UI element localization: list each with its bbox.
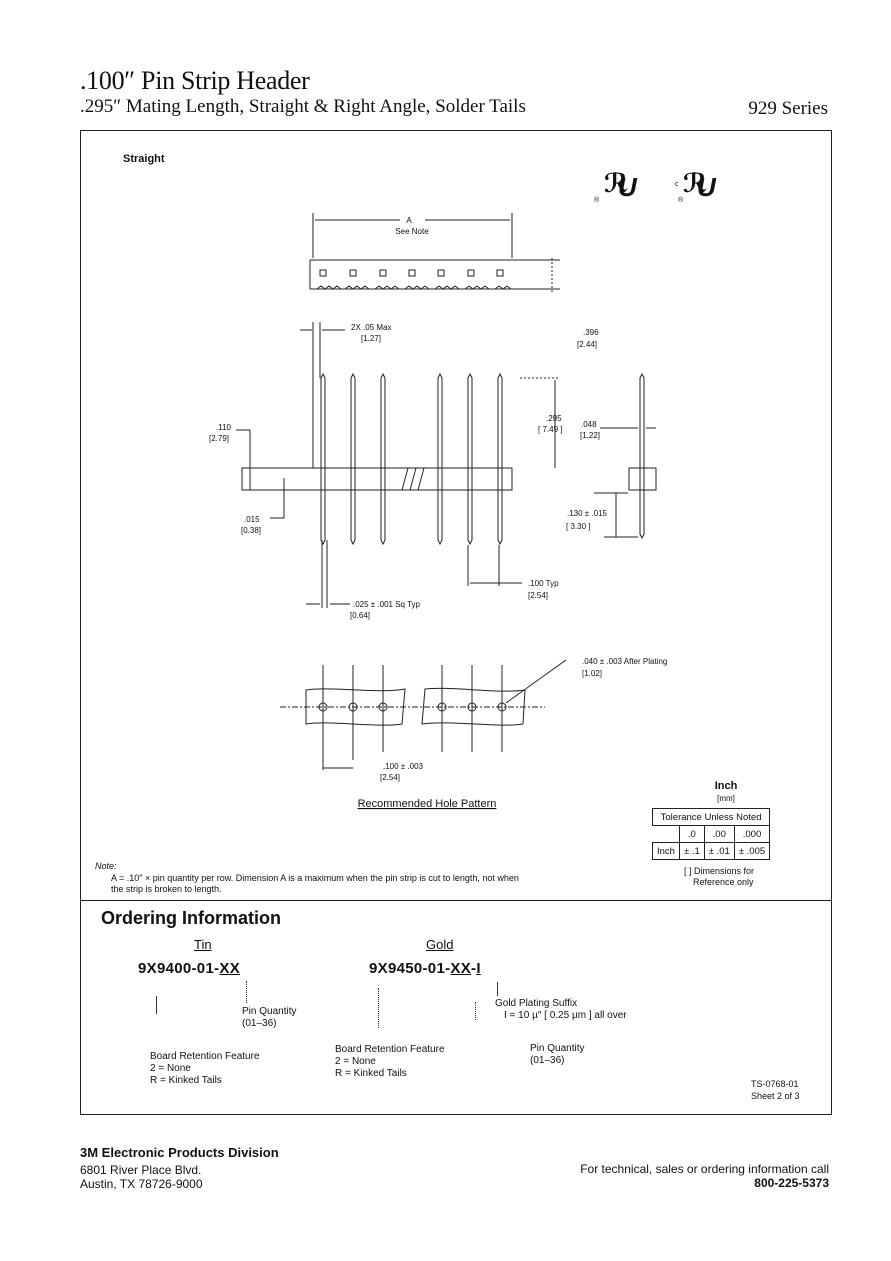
dim-015: .015 xyxy=(244,515,260,524)
svg-text:®: ® xyxy=(594,196,600,204)
tin-board-1: Board Retention Feature xyxy=(150,1051,260,1062)
note-line-2: the strip is broken to length. xyxy=(111,884,222,894)
gold-plating-1: Gold Plating Suffix xyxy=(495,998,578,1009)
tin-label: Tin xyxy=(194,937,212,952)
svg-text:U: U xyxy=(618,172,638,202)
note-line-1: A = .10″ × pin quantity per row. Dimensi… xyxy=(111,873,519,883)
gold-pin-quantity-1: Pin Quantity xyxy=(530,1043,585,1054)
svg-text:ℛ: ℛ xyxy=(604,168,628,198)
tolerance-footnote-2: Reference only xyxy=(693,877,754,887)
footer-contact: For technical, sales or ordering informa… xyxy=(580,1162,829,1176)
dim-015-mm: [0.38] xyxy=(241,526,261,535)
note-label: Note: xyxy=(95,861,117,871)
tolerance-col-3: .000 xyxy=(733,825,771,843)
tolerance-value-1: ± .1 xyxy=(678,842,705,860)
dim-2x-05-mm: [1.27] xyxy=(361,334,381,343)
section-label: Straight xyxy=(123,153,165,165)
dim-100-hole: .100 ± .003 xyxy=(383,762,424,771)
svg-text:c: c xyxy=(675,181,679,188)
dim-110: .110 xyxy=(216,423,232,432)
gold-board-1: Board Retention Feature xyxy=(335,1044,445,1055)
tin-board-3: R = Kinked Tails xyxy=(150,1075,222,1086)
dim-396: .396 xyxy=(583,328,599,337)
gold-pin-quantity-2: (01–36) xyxy=(530,1055,565,1066)
gold-plating-2: I = 10 µ″ [ 0.25 µm ] all over xyxy=(504,1010,627,1021)
tin-pin-quantity-1: Pin Quantity xyxy=(242,1006,297,1017)
gold-part-plating: I xyxy=(476,960,481,977)
tolerance-col-2: .00 xyxy=(703,825,735,843)
tin-pin-quantity-2: (01–36) xyxy=(242,1018,277,1029)
dim-048: .048 xyxy=(581,420,597,429)
gold-part-suffix: XX xyxy=(450,960,472,977)
page-subtitle: .295″ Mating Length, Straight & Right An… xyxy=(80,96,526,117)
dim-295: .295 xyxy=(546,414,562,423)
dim-100-typ: .100 Typ xyxy=(528,579,559,588)
ul-recognized-logo: ℛ U ® xyxy=(594,168,638,204)
gold-board-2: 2 = None xyxy=(335,1056,376,1067)
dim-295-mm: [ 7.49 ] xyxy=(538,425,562,434)
dim-025: .025 ± .001 Sq Typ xyxy=(353,600,421,609)
svg-text:U: U xyxy=(697,172,717,202)
dim-110-mm: [2.79] xyxy=(209,434,229,443)
dim-a-label: A xyxy=(406,216,412,225)
gold-part-dash: - xyxy=(471,960,477,977)
csa-ul-logo: ℛ U c ® xyxy=(675,168,717,204)
ordering-divider xyxy=(80,900,832,901)
top-view xyxy=(309,213,560,292)
sheet-number: Sheet 2 of 3 xyxy=(751,1091,800,1101)
series-label: 929 Series xyxy=(748,98,828,119)
tolerance-value-2: ± .01 xyxy=(703,842,735,860)
dim-025-mm: [0.64] xyxy=(350,611,370,620)
dim-130-mm: [ 3.30 ] xyxy=(566,522,590,531)
dim-100-hole-mm: [2.54] xyxy=(380,773,400,782)
drawing-frame xyxy=(80,130,832,1115)
tolerance-footnote-1: [ ] Dimensions for xyxy=(684,866,755,876)
gold-pin-leader xyxy=(475,1002,477,1020)
svg-text:®: ® xyxy=(678,196,684,204)
dim-396-mm: [2.44] xyxy=(577,340,597,349)
footer-address-1: 6801 River Place Blvd. xyxy=(80,1163,202,1177)
tin-part-number: 9X9400-01-XX xyxy=(138,960,240,977)
footer-phone: 800-225-5373 xyxy=(754,1176,829,1190)
gold-label: Gold xyxy=(426,937,454,952)
dim-100-typ-mm: [2.54] xyxy=(528,591,548,600)
ordering-title: Ordering Information xyxy=(101,908,281,928)
tin-board-leader xyxy=(156,996,157,1014)
gold-board-3: R = Kinked Tails xyxy=(335,1068,407,1079)
tin-part-suffix: XX xyxy=(219,960,241,977)
dim-130: .130 ± .015 xyxy=(567,509,608,518)
tin-pin-leader xyxy=(246,981,248,1003)
footer-division: 3M Electronic Products Division xyxy=(80,1145,279,1160)
hole-pattern-caption: Recommended Hole Pattern xyxy=(358,798,497,810)
tolerance-header: Tolerance Unless Noted xyxy=(651,808,771,826)
dim-2x-05: 2X .05 Max xyxy=(351,323,391,332)
gold-part-prefix: 9X9450-01- xyxy=(369,960,451,977)
dim-a-note: See Note xyxy=(395,227,429,236)
gold-board-leader xyxy=(378,988,380,1028)
gold-part-number: 9X9450-01-XX-I xyxy=(369,960,481,977)
tolerance-row-label: Inch xyxy=(652,842,680,860)
tin-part-prefix: 9X9400-01- xyxy=(138,960,220,977)
side-view xyxy=(236,322,560,608)
page-title: .100″ Pin Strip Header xyxy=(80,66,310,95)
hole-pattern xyxy=(280,659,567,770)
unit-inch: Inch xyxy=(715,780,738,792)
tolerance-table: Tolerance Unless Noted .0 .00 .000 Inch … xyxy=(651,808,771,860)
tolerance-col-1: .0 xyxy=(678,825,705,843)
doc-number: TS-0768-01 xyxy=(751,1079,799,1089)
gold-plating-leader xyxy=(497,982,498,996)
end-view xyxy=(594,372,657,540)
dim-048-mm: [1.22] xyxy=(580,431,600,440)
tolerance-value-3: ± .005 xyxy=(733,842,771,860)
dim-040-mm: [1.02] xyxy=(582,669,602,678)
svg-text:ℛ: ℛ xyxy=(683,168,707,198)
footer-address-2: Austin, TX 78726-9000 xyxy=(80,1177,203,1191)
dim-040: .040 ± .003 After Plating xyxy=(582,657,667,666)
tin-board-2: 2 = None xyxy=(150,1063,191,1074)
unit-mm: [mm] xyxy=(717,794,735,803)
